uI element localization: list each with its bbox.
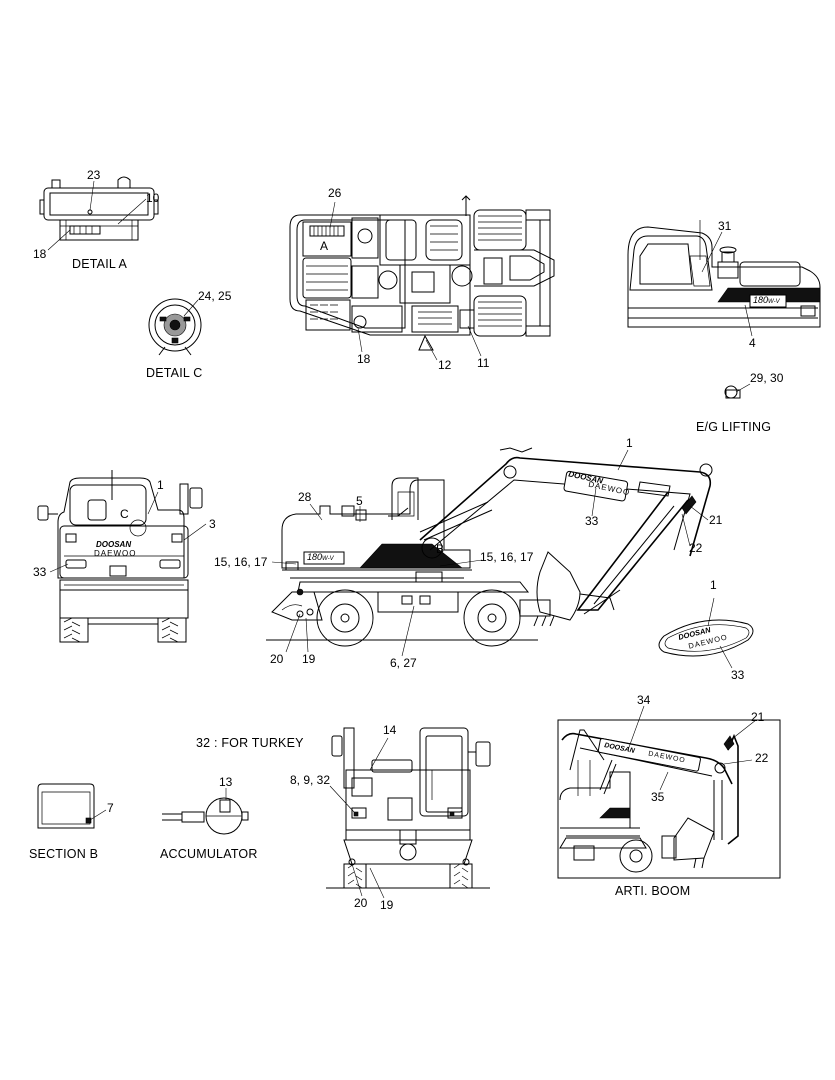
- callout-19-side: 19: [302, 652, 316, 666]
- upper-side-view: [627, 220, 821, 337]
- callout-19-front: 19: [380, 898, 394, 912]
- callout-26: 26: [328, 186, 342, 200]
- callout-3: 3: [209, 517, 216, 531]
- caption-arti-boom: ARTI. BOOM: [615, 884, 691, 898]
- callout-24-25: 24, 25: [198, 289, 232, 303]
- callout-20-side: 20: [270, 652, 284, 666]
- view-letter-b: B: [436, 542, 445, 556]
- upper-model-decal: 180W-V: [753, 295, 780, 306]
- callout-33-rear: 33: [33, 565, 47, 579]
- front-view: [326, 727, 491, 899]
- detail-c-drawing: [148, 298, 202, 356]
- rear-decal-brand-top: DOOSAN: [96, 540, 132, 549]
- section-b-drawing: [37, 783, 107, 829]
- rear-view: [37, 470, 207, 643]
- detail-a-drawing: [39, 176, 159, 251]
- callout-13: 13: [219, 775, 233, 789]
- callout-14: 14: [383, 723, 397, 737]
- view-letter-a: A: [320, 239, 329, 253]
- callout-15-16-17-right: 15, 16, 17: [480, 550, 534, 564]
- callout-35: 35: [651, 790, 665, 804]
- callout-10: 10: [146, 191, 160, 205]
- callout-21-side: 21: [709, 513, 723, 527]
- brand-decal-detail: [658, 597, 754, 669]
- callout-1-boom: 1: [626, 436, 633, 450]
- callout-23: 23: [87, 168, 101, 182]
- side-model-decal: 180W-V: [307, 552, 334, 563]
- callout-21-arti: 21: [751, 710, 765, 724]
- callout-28: 28: [298, 490, 312, 504]
- callout-4: 4: [749, 336, 756, 350]
- callout-6-27: 6, 27: [390, 656, 417, 670]
- callout-1-oval: 1: [710, 578, 717, 592]
- callout-8-9-32: 8, 9, 32: [290, 773, 331, 787]
- caption-eg-lifting: E/G LIFTING: [696, 420, 772, 434]
- callout-18-detail-a: 18: [33, 247, 47, 261]
- callout-11: 11: [477, 356, 490, 370]
- caption-accumulator: ACCUMULATOR: [160, 847, 258, 861]
- callout-15-16-17-left: 15, 16, 17: [214, 555, 268, 569]
- view-letter-c: C: [120, 507, 129, 521]
- callout-7: 7: [107, 801, 114, 815]
- callout-12: 12: [438, 358, 452, 372]
- top-plan-view: [289, 195, 555, 361]
- caption-section-b: SECTION B: [29, 847, 99, 861]
- callout-31: 31: [718, 219, 732, 233]
- callout-5: 5: [356, 494, 363, 508]
- callout-33-oval: 33: [731, 668, 745, 682]
- rear-decal-brand-bottom: DAEWOO: [94, 549, 137, 558]
- accumulator-drawing: [162, 788, 249, 835]
- callout-1-rear: 1: [157, 478, 164, 492]
- callout-34: 34: [637, 693, 651, 707]
- caption-detail-c: DETAIL C: [146, 366, 203, 380]
- caption-for-turkey: 32 : FOR TURKEY: [196, 736, 304, 750]
- callout-22-arti: 22: [755, 751, 769, 765]
- callout-33-boom: 33: [585, 514, 599, 528]
- eg-lifting-hook-drawing: [724, 383, 751, 399]
- arti-boom-drawing: [557, 705, 781, 879]
- callout-18-plan: 18: [357, 352, 371, 366]
- callout-22-side: 22: [689, 541, 703, 555]
- caption-detail-a: DETAIL A: [72, 257, 128, 271]
- main-side-view: [266, 447, 713, 657]
- callout-29-30: 29, 30: [750, 371, 784, 385]
- callout-20-front: 20: [354, 896, 368, 910]
